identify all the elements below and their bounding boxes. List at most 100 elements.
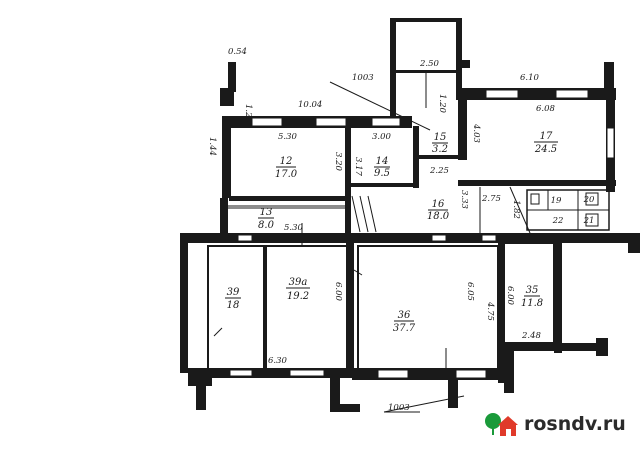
dim-1003-bottom: 1003: [388, 403, 410, 413]
room-17-area: 24.5: [534, 144, 557, 155]
door-mark: [213, 327, 223, 337]
room-39-area: 18: [227, 300, 240, 311]
window: [371, 117, 401, 127]
wall-left-13: [220, 198, 228, 238]
wall-14-15: [413, 126, 419, 188]
dim-6-05: 6.05: [465, 282, 475, 301]
toilet-icon: [585, 192, 599, 206]
window: [455, 369, 487, 379]
wall-stair-top: [390, 18, 462, 22]
wall-bottom-14: [351, 183, 413, 187]
room-22-number: 22: [552, 216, 564, 226]
room-39-number: 39: [227, 287, 240, 298]
dim-1-20-stair: 1.20: [437, 94, 447, 114]
stair-landing: [396, 70, 456, 73]
wall-bottom-35: [504, 343, 598, 351]
dim-10-04: 10.04: [298, 100, 322, 110]
wall-segment: [504, 343, 514, 393]
room-16-area: 18.0: [427, 211, 450, 222]
wall-12-14: [345, 126, 351, 234]
toilet-icon: [585, 213, 599, 227]
dim-1-82: 1.82: [511, 200, 521, 219]
window: [289, 369, 325, 377]
dim-6-00-right: 6.00: [505, 286, 515, 306]
room-17-number: 17: [540, 131, 553, 142]
wall-main-horizontal: [180, 233, 640, 243]
room-15-area: 3.2: [432, 144, 448, 155]
wall-segment: [330, 404, 360, 412]
dim-2-75: 2.75: [481, 194, 501, 204]
door-mark: [353, 269, 363, 276]
room-12-area: 17.0: [275, 169, 298, 180]
wall-segment: [196, 380, 206, 410]
room-14-number: 14: [376, 156, 389, 167]
dim-5-30-mid: 5.30: [284, 223, 304, 233]
leader-line: [329, 81, 431, 131]
wall-left-17: [458, 96, 467, 160]
window: [481, 234, 497, 242]
room-19-number: 19: [551, 196, 562, 206]
dim-2-25: 2.25: [429, 166, 449, 176]
room-39a-area: 19.2: [287, 291, 309, 302]
room-13-area: 8.0: [258, 220, 275, 231]
room-14-area: 9.5: [374, 168, 390, 179]
dim-4-03: 4.03: [471, 123, 481, 143]
dim-1003-top: 1003: [352, 73, 374, 83]
room-20-number: 20: [583, 195, 595, 205]
room-36-outline: [357, 245, 499, 371]
wall-segment: [456, 60, 470, 68]
stair-line: [359, 195, 369, 233]
dim-6-10: 6.10: [520, 73, 540, 83]
wall-left-lower: [180, 233, 188, 373]
room-21-number: 21: [583, 216, 595, 226]
room-36-number: 36: [398, 310, 411, 321]
room-35-number: 35: [526, 285, 539, 296]
wall-segment: [220, 88, 234, 106]
window: [485, 89, 519, 99]
wall-segment: [330, 378, 340, 408]
dim-3-20: 3.20: [333, 152, 343, 172]
window: [431, 234, 447, 242]
wall-right-35: [554, 243, 562, 353]
dim-1-44: 1.44: [207, 137, 217, 156]
wall-stair-left: [390, 20, 396, 118]
wall-bottom-12: [229, 196, 347, 201]
dim-1-20-left: 1.20: [243, 104, 253, 124]
wall-segment: [604, 62, 614, 100]
dim-6-00-left: 6.00: [333, 282, 343, 302]
room-36-area: 37.7: [393, 323, 416, 334]
wall-segment: [448, 378, 458, 408]
room-35-area: 11.8: [521, 298, 543, 309]
stair-line: [351, 195, 361, 233]
dim-4-75: 4.75: [485, 301, 495, 321]
wall-36-35: [498, 243, 504, 383]
window: [251, 117, 283, 127]
stair-line: [367, 195, 377, 233]
wall-15: [417, 155, 461, 159]
wall-stair-right: [456, 20, 462, 90]
dim-3-33: 3.33: [459, 190, 469, 209]
wall-left-12: [222, 116, 231, 198]
wall-segment: [596, 338, 608, 356]
wall-39a-36: [346, 243, 354, 373]
wall-segment: [628, 233, 640, 253]
dim-3-17: 3.17: [353, 157, 363, 177]
watermark-brand: rosndv.ru: [524, 413, 626, 435]
dim-6-08: 6.08: [536, 104, 556, 114]
room-39a-number: 39a: [289, 277, 308, 288]
dim-5-30-top: 5.30: [278, 132, 298, 142]
room-12-number: 12: [280, 156, 293, 167]
window: [315, 117, 347, 127]
leader-line: [383, 395, 465, 413]
watermark: rosndv.ru: [484, 408, 634, 440]
sink-icon: [530, 193, 540, 205]
wall-bottom-17: [458, 180, 616, 186]
dim-6-30: 6.30: [268, 356, 288, 366]
window: [237, 234, 253, 242]
room-39a-outline: [265, 245, 351, 371]
room-13-number: 13: [260, 207, 273, 218]
dim-2-50: 2.50: [419, 59, 440, 69]
window: [606, 127, 615, 159]
dim-2-48: 2.48: [521, 331, 542, 341]
